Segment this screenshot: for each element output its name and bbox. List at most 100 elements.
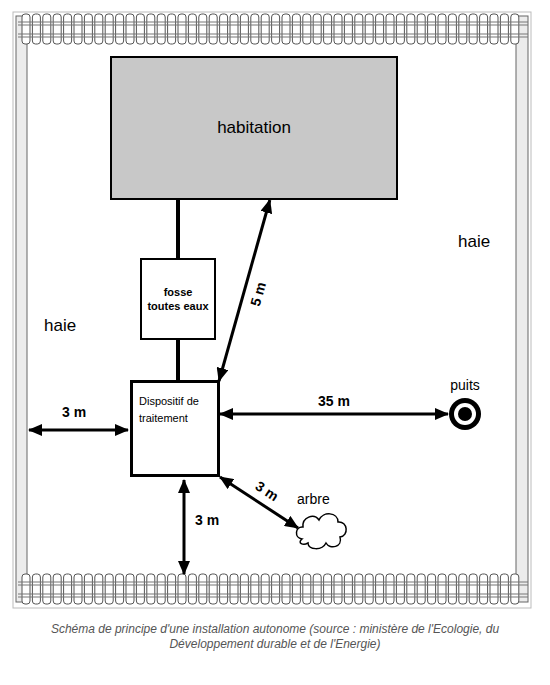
fence-picket <box>240 14 248 44</box>
fence <box>18 14 528 604</box>
fence-picket <box>334 14 342 44</box>
fence-picket <box>376 574 384 604</box>
fence-picket <box>303 14 311 44</box>
text-block: Dispositif de traitement <box>139 393 211 427</box>
fence-picket <box>448 14 456 44</box>
fence-picket <box>251 574 259 604</box>
node-label: arbre <box>297 491 330 507</box>
treatment-box: Dispositif de traitement <box>130 380 220 477</box>
fence-picket <box>511 14 519 44</box>
caption: Schéma de principe d'une installation au… <box>40 622 510 652</box>
fence-picket <box>282 14 290 44</box>
fence-picket <box>22 14 30 44</box>
fence-picket <box>168 574 176 604</box>
fence-rail <box>18 21 528 22</box>
fence-rail <box>18 584 528 585</box>
fence-picket <box>105 14 113 44</box>
fence-picket <box>292 574 300 604</box>
fence-picket <box>417 574 425 604</box>
fence-picket <box>188 574 196 604</box>
fence-picket <box>261 14 269 44</box>
dimension-label: 35 m <box>316 393 352 409</box>
house-box: habitation <box>110 56 398 200</box>
fence-picket <box>324 574 332 604</box>
dimension-arrow-left <box>29 429 128 432</box>
dimension-label: 3 m <box>62 404 86 420</box>
fence-picket <box>126 14 134 44</box>
fence-picket <box>147 574 155 604</box>
fence-picket <box>334 574 342 604</box>
fence-picket <box>230 14 238 44</box>
well-ring <box>449 398 481 430</box>
fence-picket <box>407 14 415 44</box>
fence-picket <box>355 14 363 44</box>
fence-picket <box>95 14 103 44</box>
fence-picket <box>168 14 176 44</box>
hedge-label: haie <box>44 316 76 336</box>
fence-picket <box>74 574 82 604</box>
fence-picket <box>303 574 311 604</box>
fence-picket <box>490 14 498 44</box>
fence-picket <box>53 574 61 604</box>
left-hedge <box>16 16 27 602</box>
fence-picket <box>199 14 207 44</box>
fence-picket <box>43 14 51 44</box>
fence-picket <box>438 574 446 604</box>
connector <box>176 340 180 380</box>
node-text: fosse toutes eaux <box>146 285 210 313</box>
fence-picket <box>116 14 124 44</box>
fence-picket <box>490 574 498 604</box>
fence-picket <box>251 14 259 44</box>
fence-rail <box>18 593 528 594</box>
fence-picket <box>32 14 40 44</box>
fence-picket <box>43 574 51 604</box>
fence-picket <box>396 14 404 44</box>
fence-picket <box>459 574 467 604</box>
node-text: habitation <box>217 118 291 138</box>
tree-outline <box>293 508 350 552</box>
fence-picket <box>355 574 363 604</box>
fence-picket <box>136 574 144 604</box>
hedge-label: haie <box>458 232 490 252</box>
fence-picket <box>459 14 467 44</box>
fence-picket <box>53 14 61 44</box>
fence-picket <box>209 574 217 604</box>
dimension-label: 3 m <box>195 512 219 528</box>
fence-picket <box>313 14 321 44</box>
fence-picket <box>376 14 384 44</box>
fence-picket <box>84 14 92 44</box>
fence-picket <box>324 14 332 44</box>
fence-rail <box>18 596 528 597</box>
fence-picket <box>344 574 352 604</box>
fence-picket <box>480 574 488 604</box>
tree-crown <box>296 514 346 549</box>
well-ring <box>454 403 476 425</box>
fence-picket <box>199 574 207 604</box>
fence-picket <box>272 14 280 44</box>
fence-picket <box>64 574 72 604</box>
fence-picket <box>74 14 82 44</box>
fence-picket <box>126 574 134 604</box>
fence-picket <box>22 574 30 604</box>
text-block: habitation <box>217 118 291 138</box>
septic-tank-box: fosse toutes eaux <box>140 258 216 340</box>
connector <box>219 200 270 381</box>
fence-rail <box>18 33 528 34</box>
fence-picket <box>282 574 290 604</box>
fence-picket <box>136 14 144 44</box>
fence-picket <box>365 574 373 604</box>
fence-picket <box>386 14 394 44</box>
right-hedge <box>516 16 528 602</box>
fence-picket <box>220 574 228 604</box>
fence-picket <box>428 14 436 44</box>
fence-picket <box>448 574 456 604</box>
fence-picket <box>178 574 186 604</box>
tree-symbol: arbre <box>293 508 350 552</box>
fence-picket <box>469 14 477 44</box>
text-block: fosse toutes eaux <box>146 285 210 313</box>
fence-rail <box>18 581 528 582</box>
fence-picket <box>147 14 155 44</box>
fence-picket <box>365 14 373 44</box>
fence-picket <box>261 574 269 604</box>
fence-picket <box>500 14 508 44</box>
